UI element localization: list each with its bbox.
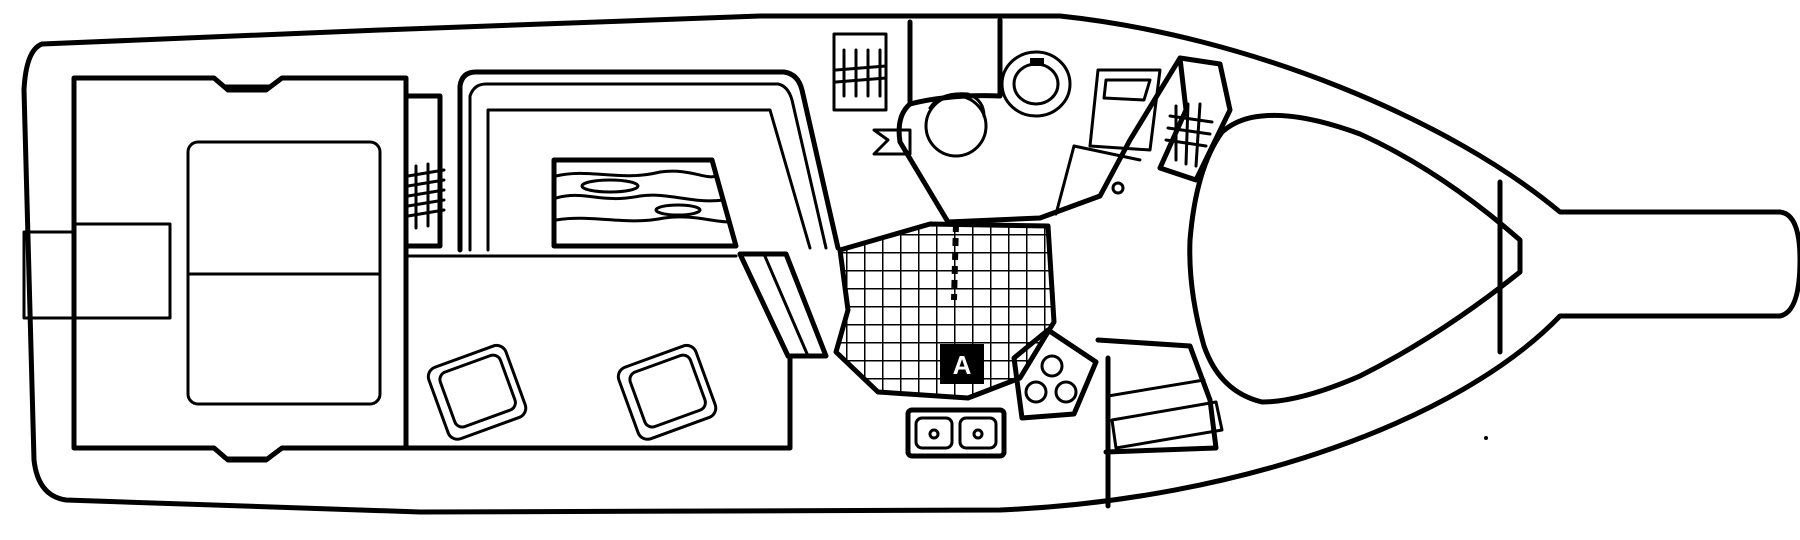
head-sink-rim (1000, 50, 1072, 118)
helm-chair-starboard (616, 343, 718, 441)
galley-rail (951, 223, 959, 301)
bow-mark (1484, 436, 1488, 440)
cleat-top (212, 76, 284, 88)
dinette-table (551, 157, 739, 249)
head-sink-basin (1012, 62, 1060, 106)
cleat-bottom (212, 446, 284, 460)
galley-floor-grid (833, 221, 1057, 401)
companionway-steps-aft (406, 162, 446, 230)
shower-stall (1088, 68, 1162, 152)
wood-grain (554, 169, 732, 224)
hanging-locker (1157, 55, 1233, 183)
galley-sink-right (958, 416, 998, 450)
companionway-steps-forward (832, 32, 888, 112)
galley-sink-left (914, 416, 954, 450)
galley-stove (1011, 327, 1099, 421)
hull-outline (21, 13, 1800, 515)
galley-sink (905, 407, 1007, 459)
sink-drain-left (928, 428, 940, 440)
toilet (924, 94, 988, 158)
sink-drain-right (972, 428, 984, 440)
marker-a-box (940, 344, 984, 384)
head-faucet (1030, 58, 1044, 66)
head-divider (1054, 144, 1076, 216)
salon-lower-wall (403, 253, 793, 451)
helm-chair-port (426, 343, 528, 441)
v-berth (1187, 112, 1523, 405)
dinette-back (486, 108, 812, 252)
transom-step (22, 230, 76, 320)
marker-a-label: A (953, 350, 972, 380)
shower-inner (1102, 78, 1152, 102)
shower-drain (1111, 181, 1125, 195)
galley-cabinet (1110, 400, 1224, 450)
burner-3 (1054, 380, 1078, 404)
galley-cabinet-line (1106, 378, 1206, 398)
head-divider-2 (1072, 144, 1142, 162)
dinette-settee-outer (457, 69, 841, 253)
helm-console-divider (762, 252, 810, 358)
dinette-settee-inner (468, 82, 828, 252)
toilet-tank (928, 92, 986, 118)
step-ledge (872, 128, 912, 156)
burner-2 (1024, 380, 1048, 404)
swim-platform-box (72, 222, 172, 320)
burner-1 (1040, 354, 1064, 378)
head-compartment (907, 17, 1003, 107)
head-wall (896, 55, 1183, 225)
galley-counter (1095, 337, 1219, 455)
helm-console (737, 251, 829, 359)
locker-hangers (1164, 102, 1214, 168)
